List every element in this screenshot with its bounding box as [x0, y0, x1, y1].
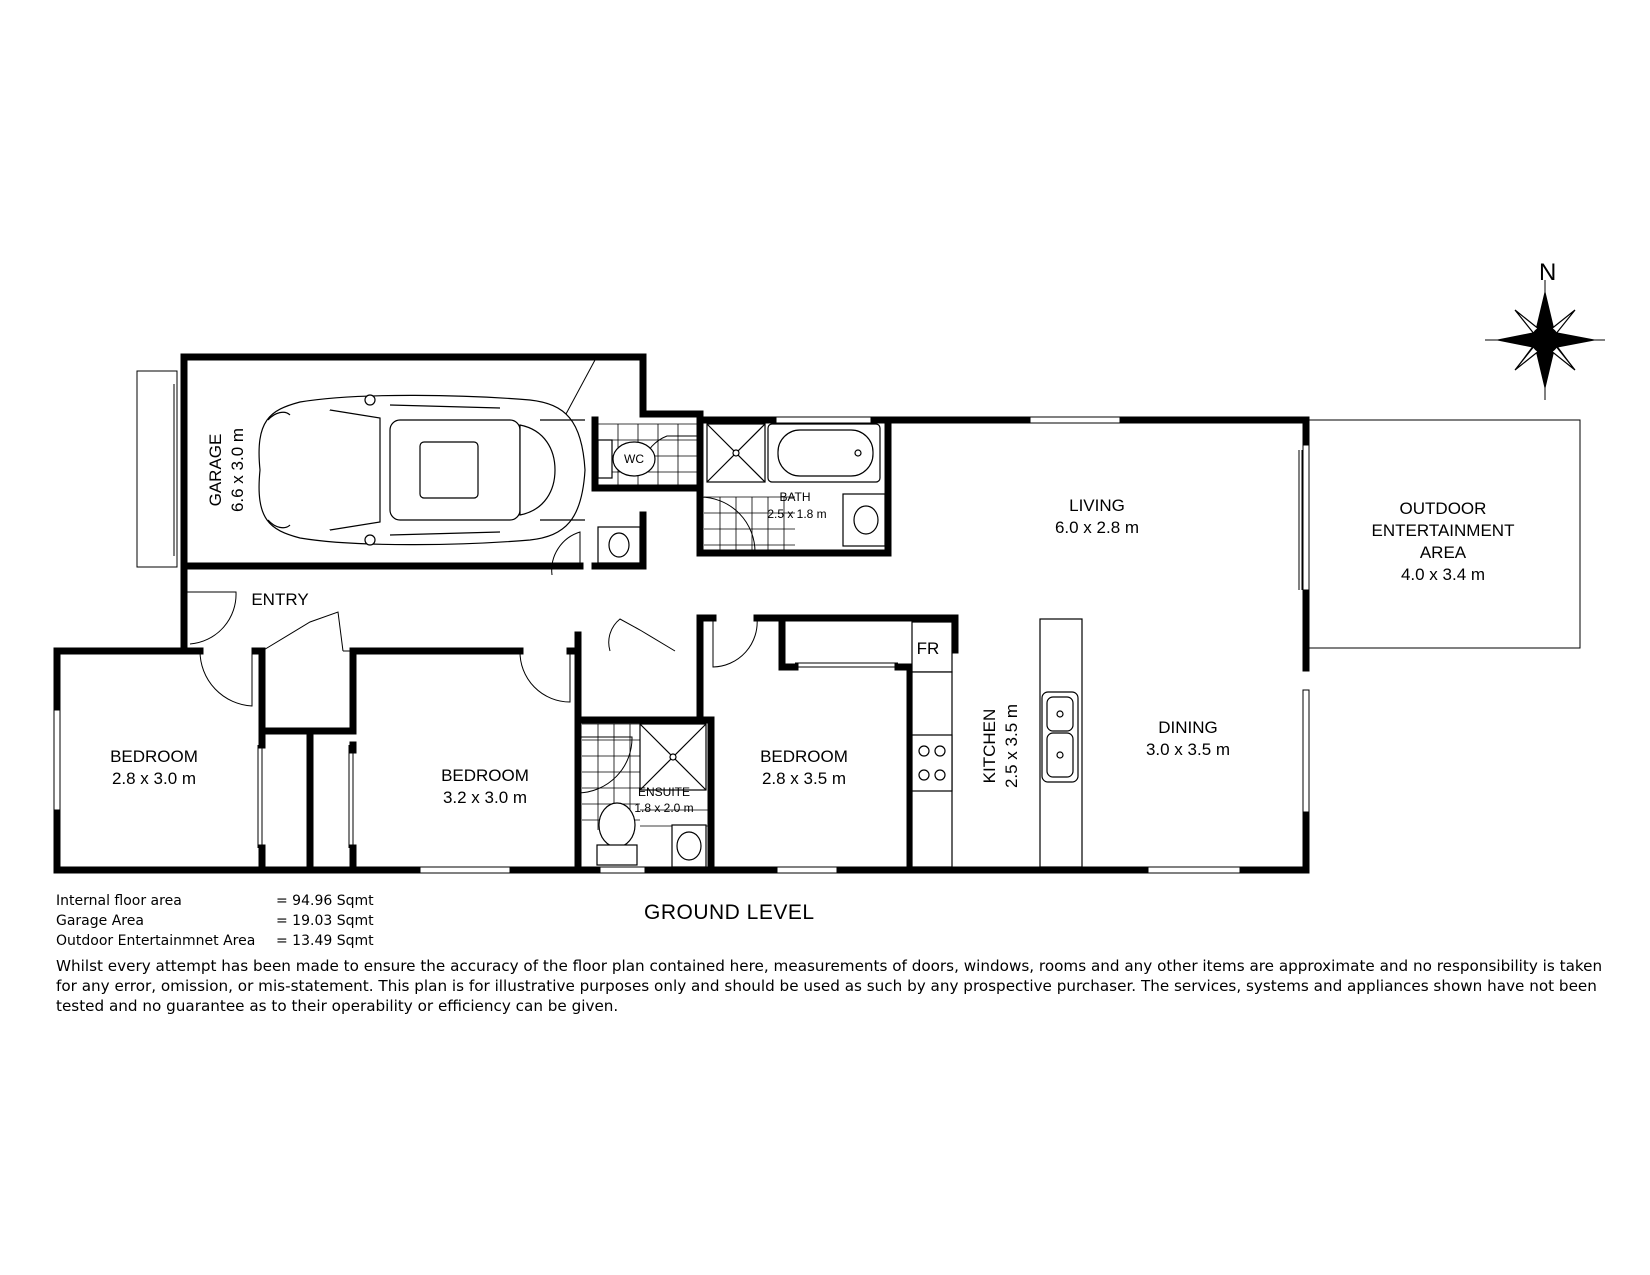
wc-label: WC: [624, 452, 644, 466]
living-label: LIVING: [1069, 496, 1125, 515]
area-row: Garage Area = 19.03 Sqmt: [56, 911, 374, 931]
garage-label: GARAGE: [206, 434, 225, 507]
area-value: = 19.03 Sqmt: [276, 913, 374, 929]
outdoor-label-line2: ENTERTAINMENT: [1372, 521, 1515, 540]
compass-north-label: N: [1539, 259, 1556, 286]
area-label: Garage Area: [56, 913, 144, 929]
room-labels: GARAGE 6.6 x 3.0 m ENTRY WC BATH 2.5 x 1…: [110, 428, 1514, 815]
bedroom1-label: BEDROOM: [110, 747, 198, 766]
bath-label: BATH: [779, 490, 810, 504]
bedroom1-size: 2.8 x 3.0 m: [112, 769, 196, 788]
bedroom2-label: BEDROOM: [441, 766, 529, 785]
fixtures: [596, 423, 1083, 868]
doors: [184, 359, 1303, 848]
area-value: = 94.96 Sqmt: [276, 893, 374, 909]
area-label: Internal floor area: [56, 893, 182, 909]
dining-label: DINING: [1158, 718, 1218, 737]
area-value: = 13.49 Sqmt: [276, 933, 374, 949]
bath-size: 2.5 x 1.8 m: [767, 507, 826, 521]
area-row: Outdoor Entertainmnet Area = 13.49 Sqmt: [56, 931, 374, 951]
ensuite-size: 1.8 x 2.0 m: [634, 801, 693, 815]
area-label: Outdoor Entertainmnet Area: [56, 933, 256, 949]
entry-label: ENTRY: [251, 590, 308, 609]
windows: [53, 370, 1310, 874]
area-summary: Internal floor area = 94.96 Sqmt Garage …: [56, 891, 374, 951]
bedroom3-size: 2.8 x 3.5 m: [762, 769, 846, 788]
outdoor-label-line3: AREA: [1420, 543, 1467, 562]
outdoor-size: 4.0 x 3.4 m: [1401, 565, 1485, 584]
area-row: Internal floor area = 94.96 Sqmt: [56, 891, 374, 911]
car-icon: [258, 394, 586, 546]
fridge-label: FR: [917, 639, 940, 658]
bedroom3-label: BEDROOM: [760, 747, 848, 766]
outdoor-label-line1: OUTDOOR: [1400, 499, 1487, 518]
dining-size: 3.0 x 3.5 m: [1146, 740, 1230, 759]
kitchen-label: KITCHEN: [980, 709, 999, 784]
ensuite-label: ENSUITE: [638, 785, 690, 799]
living-size: 6.0 x 2.8 m: [1055, 518, 1139, 537]
disclaimer-text: Whilst every attempt has been made to en…: [56, 957, 1603, 1015]
kitchen-size: 2.5 x 3.5 m: [1002, 704, 1021, 788]
level-title: GROUND LEVEL: [644, 901, 815, 924]
garage-size: 6.6 x 3.0 m: [228, 428, 247, 512]
compass-icon: [1485, 280, 1605, 400]
bedroom2-size: 3.2 x 3.0 m: [443, 788, 527, 807]
